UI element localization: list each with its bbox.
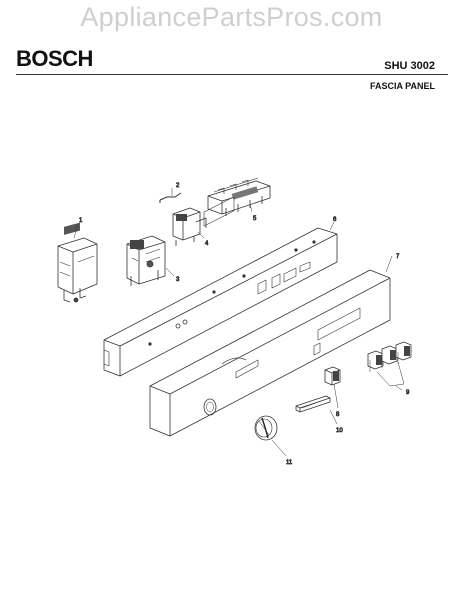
callout-7: 7 (396, 254, 400, 260)
model-number: SHU 3002 (384, 60, 435, 72)
callout-6: 6 (333, 217, 337, 223)
callout-10: 10 (336, 428, 343, 434)
callout-leaders (73, 188, 403, 457)
header-rule (16, 74, 448, 75)
callout-8: 8 (336, 412, 340, 418)
part-2-wire-clip (159, 192, 182, 203)
watermark: AppliancePartsPros.com (80, 2, 383, 32)
callout-9: 9 (406, 390, 410, 396)
callout-11: 11 (286, 460, 293, 466)
part-11-knob (254, 415, 278, 441)
part-1-switch-module (57, 222, 98, 303)
part-8-push-button (324, 366, 341, 386)
section-title: FASCIA PANEL (369, 81, 435, 91)
callout-1: 1 (79, 218, 83, 224)
part-4-switch-block (172, 207, 207, 246)
part-5-pushbutton-switch (207, 177, 271, 216)
part-7-fascia-panel (149, 269, 391, 437)
callout-2: 2 (176, 183, 180, 189)
part-9-button-set (367, 341, 412, 387)
callout-5: 5 (253, 216, 257, 222)
part-10-indicator-strip (295, 395, 331, 413)
callout-3: 3 (176, 277, 180, 283)
brand-logo: BOSCH (16, 46, 93, 71)
part-3-selector-switch (126, 235, 166, 286)
part-6-inner-control-panel (103, 196, 338, 377)
callout-4: 4 (205, 241, 209, 247)
